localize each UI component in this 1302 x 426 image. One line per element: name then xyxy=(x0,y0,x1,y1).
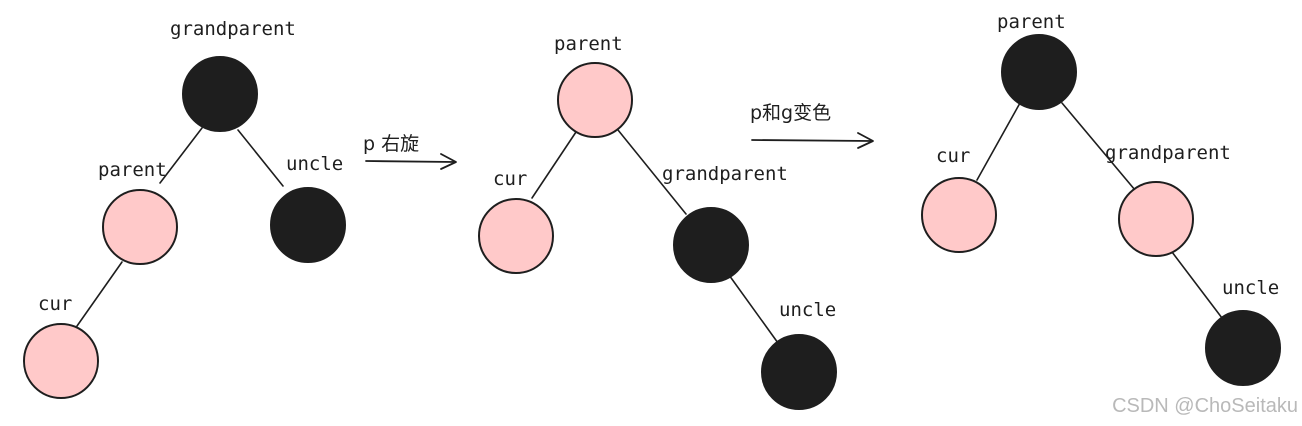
arrow-recolor: p和g变色 xyxy=(750,102,874,149)
edge-parent-cur xyxy=(531,131,577,199)
arrow-1-head xyxy=(440,153,457,170)
edge-parent-cur xyxy=(976,102,1021,181)
label-cur: cur xyxy=(38,293,72,315)
stage-3-tree: parent cur grandparent uncle xyxy=(921,11,1281,386)
stage-1-tree: grandparent parent uncle cur xyxy=(23,18,346,399)
arrow-2-shaft xyxy=(751,139,873,142)
watermark: CSDN @ChoSeitaku xyxy=(1112,395,1298,417)
node-parent xyxy=(1001,34,1077,110)
edge-grandparent-uncle xyxy=(728,274,779,344)
edge-grandparent-uncle xyxy=(237,129,284,187)
label-grandparent: grandparent xyxy=(662,163,788,185)
node-grandparent xyxy=(1118,181,1194,257)
edge-grandparent-uncle xyxy=(1171,251,1223,319)
label-parent: parent xyxy=(554,33,623,55)
label-uncle: uncle xyxy=(286,153,343,175)
edge-parent-grandparent xyxy=(617,129,687,215)
node-grandparent xyxy=(182,56,258,132)
label-uncle: uncle xyxy=(1222,277,1279,299)
label-parent: parent xyxy=(98,159,167,181)
node-uncle xyxy=(1205,310,1281,386)
label-uncle: uncle xyxy=(779,299,836,321)
label-cur: cur xyxy=(493,168,527,190)
label-grandparent: grandparent xyxy=(170,18,296,40)
arrow-2-head xyxy=(857,132,874,149)
node-cur xyxy=(478,198,554,274)
label-parent: parent xyxy=(997,11,1066,33)
node-uncle xyxy=(270,187,346,263)
arrow-right-rotate: p 右旋 xyxy=(363,133,457,170)
edge-parent-cur xyxy=(76,261,123,327)
label-cur: cur xyxy=(936,145,970,167)
label-grandparent: grandparent xyxy=(1105,142,1231,164)
arrow-2-label: p和g变色 xyxy=(750,102,831,124)
edge-grandparent-parent xyxy=(159,127,203,184)
node-cur xyxy=(921,177,997,253)
arrow-1-label: p 右旋 xyxy=(363,133,419,155)
node-uncle xyxy=(761,334,837,410)
edge-parent-grandparent xyxy=(1061,102,1136,191)
node-parent xyxy=(102,189,178,265)
node-cur xyxy=(23,323,99,399)
node-grandparent xyxy=(673,207,749,283)
node-parent xyxy=(557,62,633,138)
stage-2-tree: parent cur grandparent uncle xyxy=(478,33,837,410)
arrow-1-shaft xyxy=(365,160,456,163)
